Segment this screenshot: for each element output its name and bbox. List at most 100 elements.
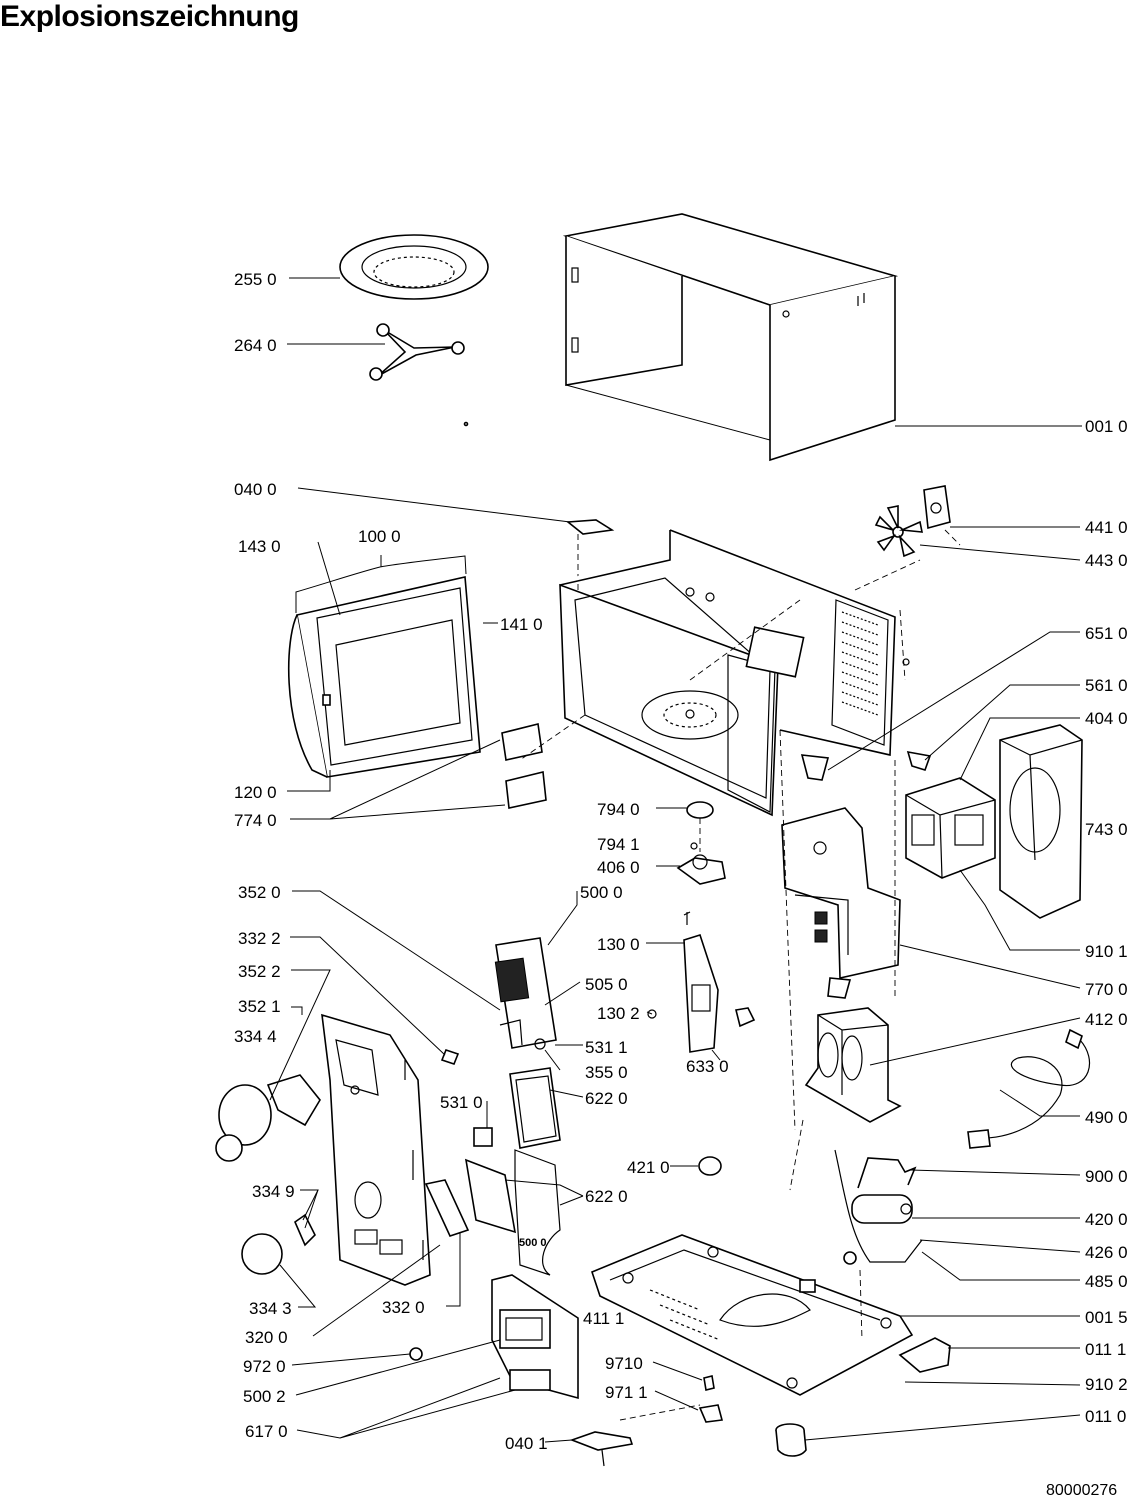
keypad-module xyxy=(473,1067,561,1149)
label-421-0: 421 0 xyxy=(627,1158,670,1177)
turntable-motor xyxy=(676,854,726,885)
label-972-0: 972 0 xyxy=(243,1357,286,1376)
mounting-bracket xyxy=(781,807,901,999)
foot xyxy=(775,1423,807,1457)
interlock-switch xyxy=(698,1404,724,1423)
label-971-1: 971 1 xyxy=(605,1383,648,1402)
label-355-0: 355 0 xyxy=(585,1063,628,1082)
membrane-keypad xyxy=(464,1149,561,1276)
cooling-fan xyxy=(874,505,923,558)
label-001-5: 001 5 xyxy=(1085,1308,1128,1327)
label-130-0: 130 0 xyxy=(597,935,640,954)
label-443-0: 443 0 xyxy=(1085,551,1128,570)
label-561-0: 561 0 xyxy=(1085,676,1128,695)
fan-motor xyxy=(923,485,951,530)
label-334-4: 334 4 xyxy=(234,1027,277,1046)
label-001-0: 001 0 xyxy=(1085,417,1128,436)
label-143-0: 143 0 xyxy=(238,537,281,556)
thermal-fuse xyxy=(800,754,830,781)
label-334-3: 334 3 xyxy=(249,1299,292,1318)
label-426-0: 426 0 xyxy=(1085,1243,1128,1262)
fuse-holder xyxy=(698,1156,722,1176)
transformer xyxy=(905,777,996,879)
door-open-button xyxy=(215,1074,321,1162)
label-910-2: 910 2 xyxy=(1085,1375,1128,1394)
base-plate xyxy=(591,1234,914,1396)
label-651-0: 651 0 xyxy=(1085,624,1128,643)
label-404-0: 404 0 xyxy=(1085,709,1128,728)
door-hook xyxy=(898,1337,951,1373)
label-141-0: 141 0 xyxy=(500,615,543,634)
outer-casing xyxy=(562,213,899,462)
label-332-0: 332 0 xyxy=(382,1298,425,1317)
label-100-0: 100 0 xyxy=(358,527,401,546)
label-794-1: 794 1 xyxy=(597,835,640,854)
label-622-0-lower: 622 0 xyxy=(585,1187,628,1206)
label-910-1: 910 1 xyxy=(1085,942,1128,961)
label-352-0: 352 0 xyxy=(238,883,281,902)
fuse-link xyxy=(703,1375,715,1391)
door-latch xyxy=(424,1179,470,1237)
label-264-0: 264 0 xyxy=(234,336,277,355)
label-485-0: 485 0 xyxy=(1085,1272,1128,1291)
switch-bracket xyxy=(647,911,756,1053)
label-622-0-upper: 622 0 xyxy=(585,1089,628,1108)
waveguide-covers xyxy=(501,723,547,809)
label-617-0: 617 0 xyxy=(245,1422,288,1441)
label-9710: 9710 xyxy=(605,1354,643,1373)
latch-spring xyxy=(440,1049,460,1065)
label-500-2: 500 2 xyxy=(243,1387,286,1406)
label-900-0: 900 0 xyxy=(1085,1167,1128,1186)
label-794-0: 794 0 xyxy=(597,800,640,819)
control-board xyxy=(494,937,557,1050)
top-bracket xyxy=(565,519,615,535)
capacitor xyxy=(851,1194,913,1224)
relay-board xyxy=(491,1274,579,1400)
high-voltage-transformer xyxy=(804,1007,902,1123)
leader-lines xyxy=(269,277,1082,1443)
callout-labels: 255 0 264 0 001 0 040 0 143 0 100 0 441 … xyxy=(234,270,1128,1453)
label-040-0: 040 0 xyxy=(234,480,277,499)
turntable-plate xyxy=(339,234,489,300)
label-743-0: 743 0 xyxy=(1085,820,1128,839)
capacitor-clamp xyxy=(857,1157,917,1189)
label-505-0: 505 0 xyxy=(585,975,628,994)
label-334-9: 334 9 xyxy=(252,1182,295,1201)
label-040-1: 040 1 xyxy=(505,1434,548,1453)
label-412-0: 412 0 xyxy=(1085,1010,1128,1029)
label-531-1: 531 1 xyxy=(585,1038,628,1057)
label-770-0: 770 0 xyxy=(1085,980,1128,999)
bottom-bracket xyxy=(569,1431,634,1467)
power-cord xyxy=(967,1028,1090,1149)
page-title: Explosionszeichnung xyxy=(0,0,299,33)
label-633-0: 633 0 xyxy=(686,1057,729,1076)
fuse xyxy=(409,1347,423,1361)
label-531-0: 531 0 xyxy=(440,1093,483,1112)
label-332-2: 332 2 xyxy=(238,929,281,948)
label-352-2: 352 2 xyxy=(238,962,281,981)
label-441-0: 441 0 xyxy=(1085,518,1128,537)
label-120-0: 120 0 xyxy=(234,783,277,802)
label-011-0: 011 0 xyxy=(1085,1407,1126,1426)
label-352-1: 352 1 xyxy=(238,997,281,1016)
label-320-0: 320 0 xyxy=(245,1328,288,1347)
label-011-1: 011 1 xyxy=(1085,1340,1126,1359)
label-500-0-small: 500 0 xyxy=(519,1237,547,1249)
label-774-0: 774 0 xyxy=(234,811,277,830)
label-490-0: 490 0 xyxy=(1085,1108,1128,1127)
document-number: 80000276 xyxy=(1046,1482,1118,1499)
lamp-holder xyxy=(906,750,932,771)
coupler xyxy=(686,801,714,819)
label-130-2: 130 2 xyxy=(597,1004,640,1023)
label-500-0: 500 0 xyxy=(580,883,623,902)
roller-support xyxy=(369,323,469,427)
oven-cavity xyxy=(559,529,896,817)
label-406-0: 406 0 xyxy=(597,858,640,877)
air-duct xyxy=(999,724,1083,919)
door-assembly xyxy=(287,555,481,778)
timer-knob xyxy=(241,1213,316,1275)
hv-diode xyxy=(834,1149,923,1263)
control-panel xyxy=(321,1013,431,1286)
label-420-0: 420 0 xyxy=(1085,1210,1128,1229)
